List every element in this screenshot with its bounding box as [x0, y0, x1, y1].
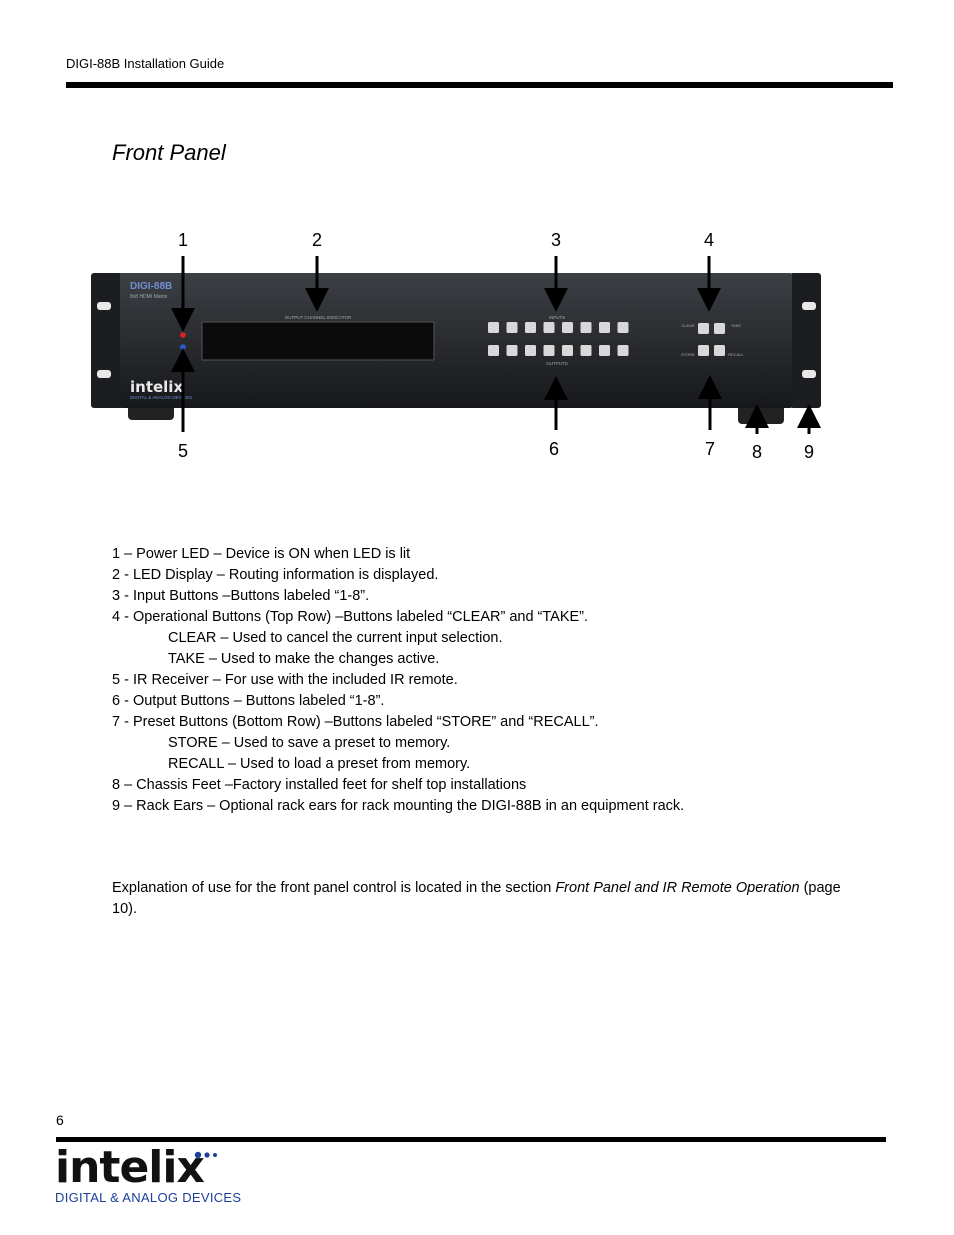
device-model: DIGI-88B [130, 281, 172, 292]
output-buttons [488, 345, 629, 356]
list-item: 3 - Input Buttons –Buttons labeled “1-8”… [112, 588, 370, 604]
outputs-label: OUTPUTS [546, 361, 568, 366]
device-subtitle: 8x8 HDMI Matrix [130, 294, 168, 300]
device-brand-sub: DIGITAL & ANALOG DEVICES [130, 395, 192, 400]
list-subitem: TAKE – Used to make the changes active. [168, 651, 440, 667]
store-label: STORE [681, 352, 695, 357]
list-item: 6 - Output Buttons – Buttons labeled “1-… [112, 693, 385, 709]
input-button-3 [525, 322, 536, 333]
store-button [698, 345, 709, 356]
callout-2: 2 [312, 230, 323, 250]
output-indicator-label: OUTPUT CHANNEL INDICATOR [285, 315, 352, 320]
callout-7: 7 [705, 439, 716, 459]
list-item: 9 – Rack Ears – Optional rack ears for r… [112, 798, 685, 814]
chassis [120, 273, 792, 408]
callout-arrows [171, 256, 821, 434]
power-led [180, 332, 186, 338]
output-button-7 [599, 345, 610, 356]
clear-label: CLEAR [681, 323, 694, 328]
logo-word: intelix [55, 1142, 205, 1193]
led-display [201, 321, 435, 361]
logo-dots-icon [194, 1151, 217, 1159]
input-buttons [488, 322, 629, 333]
list-subitem: CLEAR – Used to cancel the current input… [168, 630, 503, 646]
output-button-2 [506, 345, 518, 356]
ir-receiver [180, 344, 186, 350]
callout-9: 9 [804, 442, 815, 462]
list-item: 4 - Operational Buttons (Top Row) –Butto… [112, 609, 589, 625]
recall-button [714, 345, 725, 356]
device-brand: intelix [130, 378, 183, 396]
input-button-8 [617, 322, 629, 333]
recall-label: RECALL [728, 352, 744, 357]
output-button-8 [617, 345, 629, 356]
page-number: 6 [56, 1112, 64, 1128]
explanation-text-after: (page 10). [112, 880, 841, 917]
explanation-text-before: Explanation of use for the front panel c… [112, 880, 556, 896]
take-label: TAKE [731, 323, 741, 328]
input-button-6 [580, 322, 592, 333]
footer-rule [56, 1137, 886, 1142]
list-item: 8 – Chassis Feet –Factory installed feet… [112, 777, 527, 793]
front-panel-figure: 1 2 3 4 5 6 7 8 9 DIGI-88B 8 [0, 220, 954, 480]
callout-5: 5 [178, 441, 189, 461]
running-header: DIGI-88B Installation Guide [66, 56, 225, 71]
logo-subtitle: DIGITAL & ANALOG DEVICES [55, 1190, 242, 1205]
input-button-5 [562, 322, 573, 333]
explanation-section-ref: Front Panel and IR Remote Operation [555, 880, 800, 896]
callout-8: 8 [752, 442, 763, 462]
output-button-3 [525, 345, 536, 356]
list-item: 7 - Preset Buttons (Bottom Row) –Buttons… [112, 714, 599, 730]
explanation-paragraph: Explanation of use for the front panel c… [112, 878, 852, 920]
list-subitem: STORE – Used to save a preset to memory. [168, 735, 451, 751]
header-rule [66, 82, 893, 88]
callout-4: 4 [704, 230, 715, 250]
inputs-label: INPUTS [549, 315, 566, 320]
device-illustration: DIGI-88B 8x8 HDMI Matrix OUTPUT CHANNEL … [91, 256, 821, 434]
section-title: Front Panel [112, 140, 226, 165]
intelix-logo: intelix DIGITAL & ANALOG DEVICES [55, 1142, 242, 1206]
input-button-4 [543, 322, 555, 333]
list-item: 2 - LED Display – Routing information is… [112, 567, 439, 583]
input-button-1 [488, 322, 499, 333]
list-item: 5 - IR Receiver – For use with the inclu… [112, 672, 458, 688]
output-button-1 [488, 345, 499, 356]
callout-3: 3 [551, 230, 562, 250]
list-subitem: RECALL – Used to load a preset from memo… [168, 756, 471, 772]
feature-list: 1 – Power LED – Device is ON when LED is… [112, 544, 684, 817]
callout-6: 6 [549, 439, 560, 459]
clear-button [698, 323, 709, 334]
output-button-6 [580, 345, 592, 356]
callout-1: 1 [178, 230, 189, 250]
input-button-7 [599, 322, 610, 333]
output-button-5 [562, 345, 573, 356]
take-button [714, 323, 725, 334]
list-item: 1 – Power LED – Device is ON when LED is… [112, 546, 411, 562]
right-rack-ear [790, 273, 821, 408]
left-rack-ear [91, 273, 123, 408]
output-button-4 [543, 345, 555, 356]
input-button-2 [506, 322, 518, 333]
